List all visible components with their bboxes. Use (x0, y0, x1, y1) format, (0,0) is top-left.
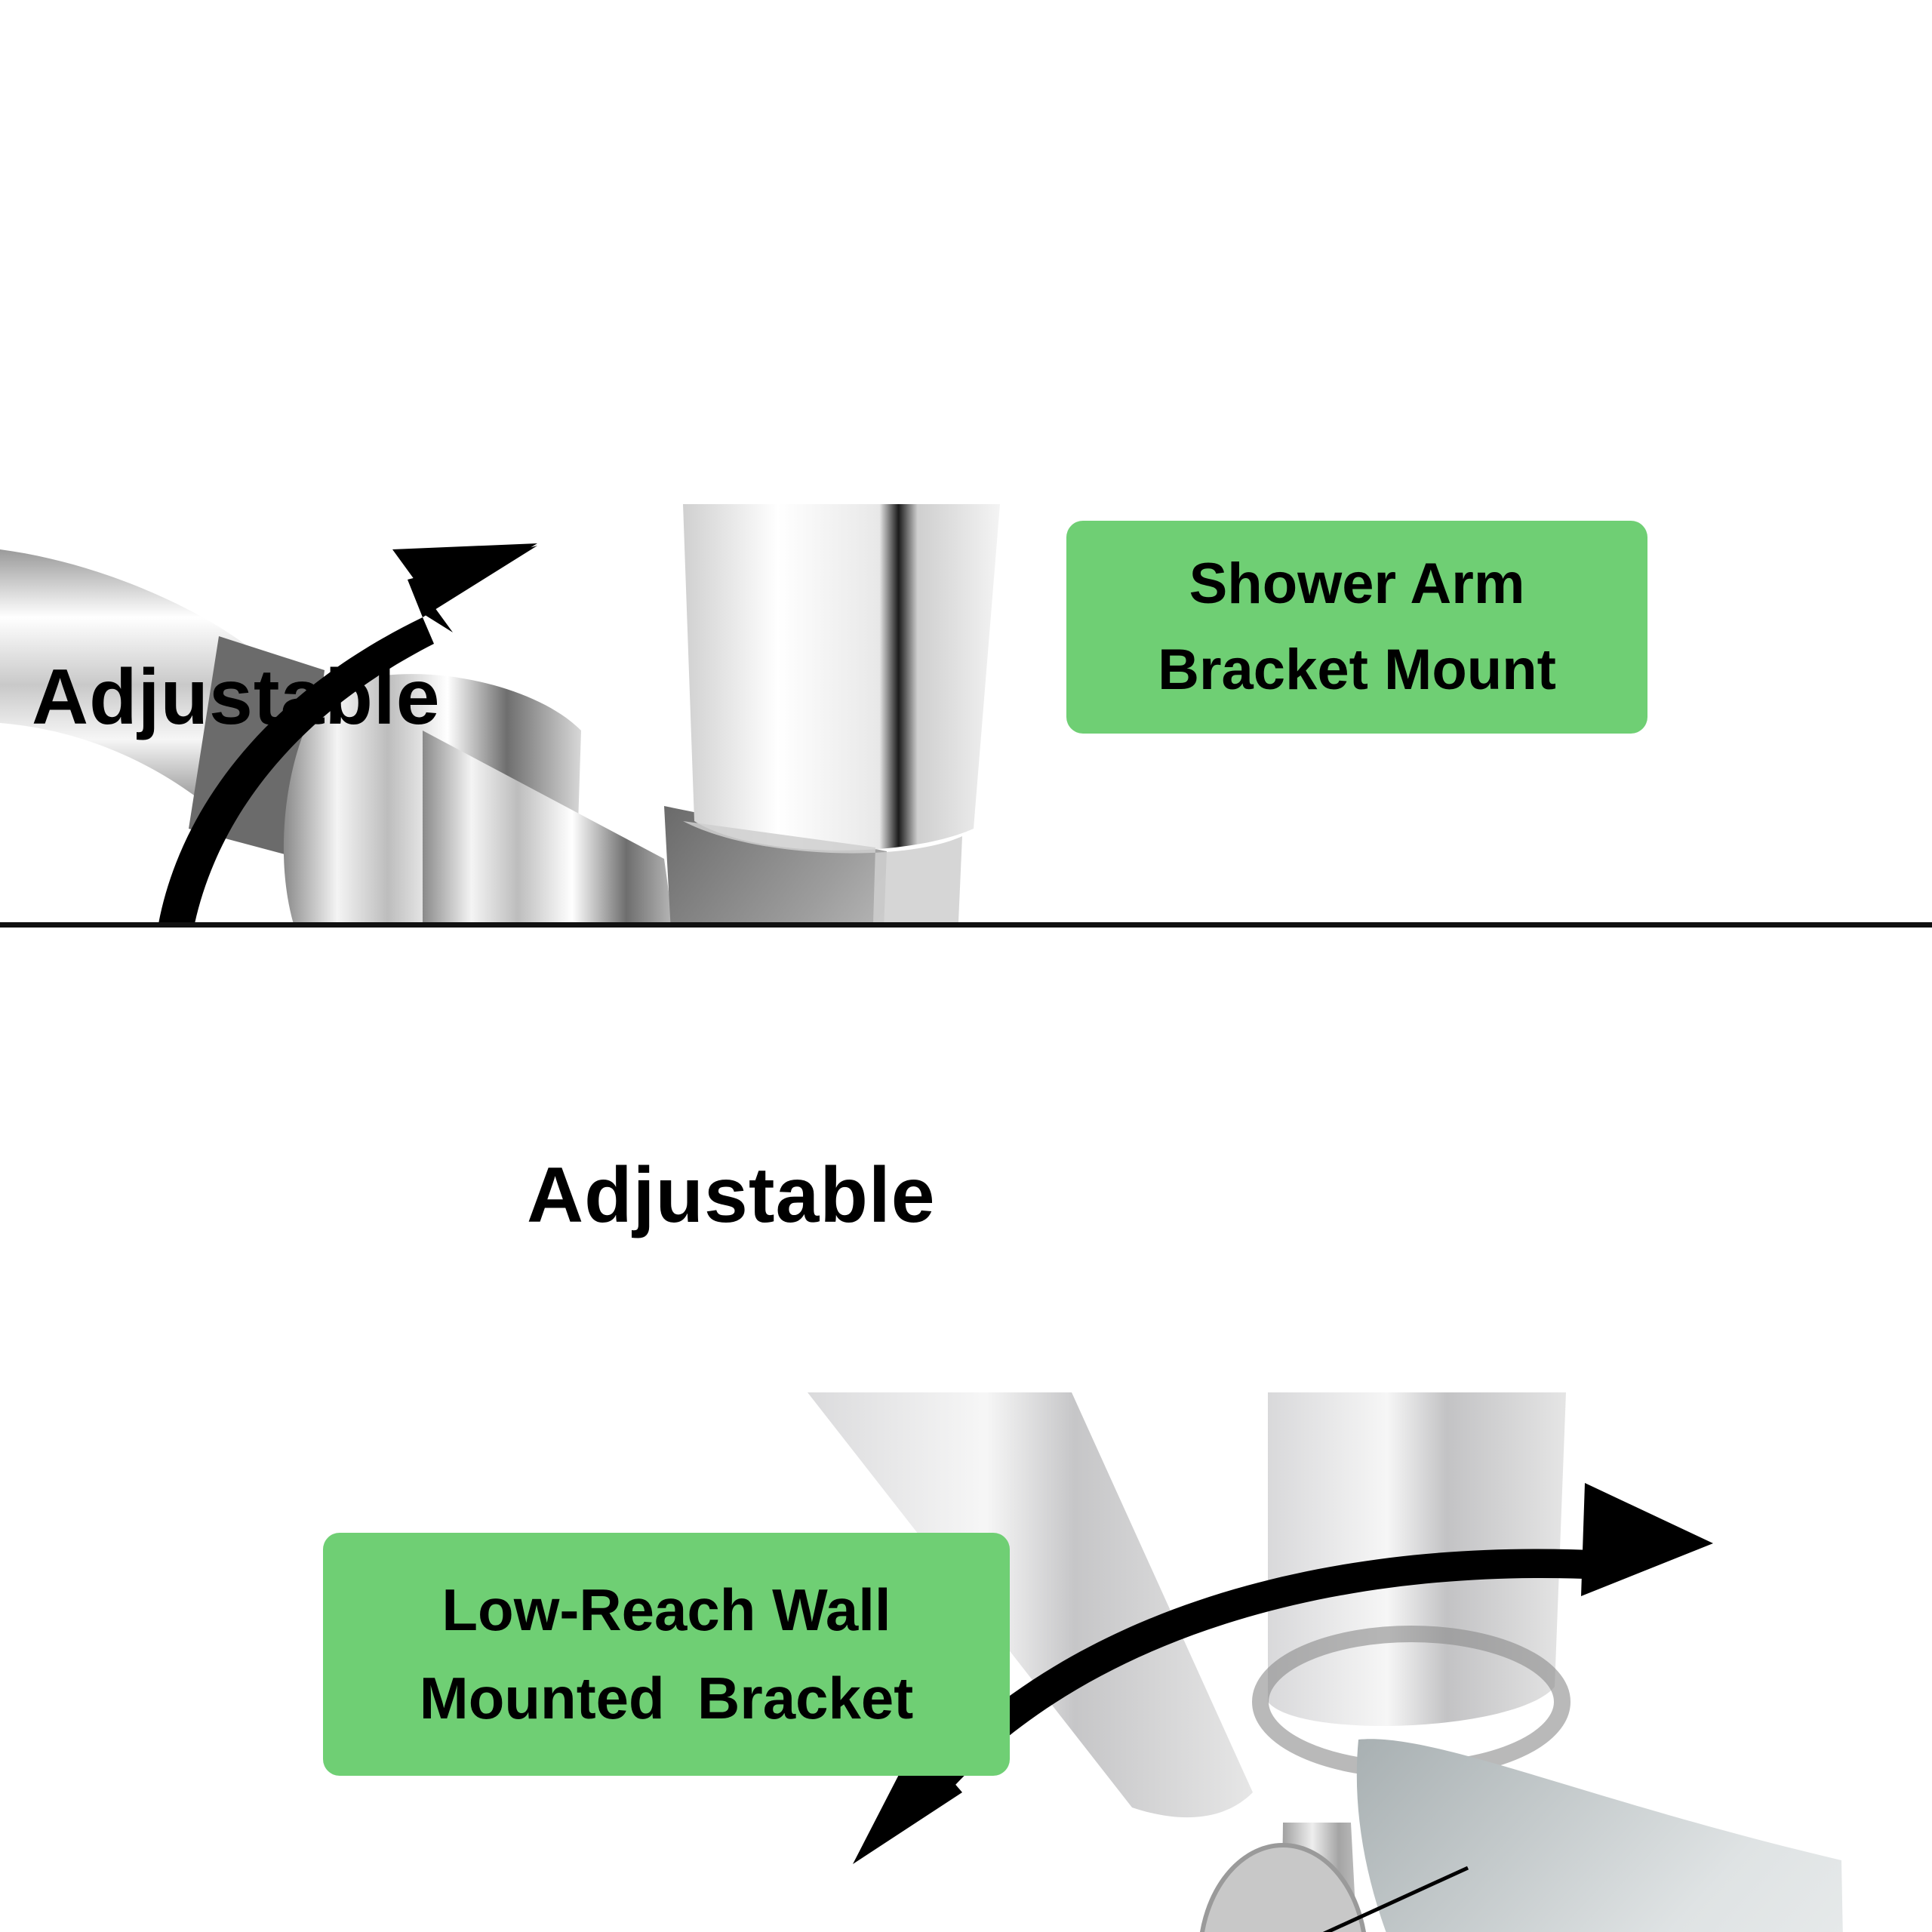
adjustable-label-top: Adjustable (32, 654, 441, 741)
callout-low-reach-wall-bracket: Low-Reach Wall Mounted Bracket (323, 1533, 1010, 1776)
bottom-panel (0, 928, 1932, 1932)
callout-bottom-line1: Low-Reach Wall (441, 1577, 891, 1643)
top-panel (0, 0, 1932, 924)
wall-mounted-bracket-illustration (808, 1392, 1843, 1932)
section-divider (0, 922, 1932, 928)
adjustable-label-bottom: Adjustable (527, 1152, 936, 1239)
callout-top-line2: Bracket Mount (1158, 638, 1556, 702)
callout-bottom-line2: Mounted Bracket (419, 1665, 914, 1731)
callout-shower-arm-bracket-mount: Shower Arm Bracket Mount (1066, 521, 1647, 734)
callout-top-line1: Shower Arm (1189, 552, 1525, 616)
shower-arm-bracket-illustration (0, 504, 1000, 924)
